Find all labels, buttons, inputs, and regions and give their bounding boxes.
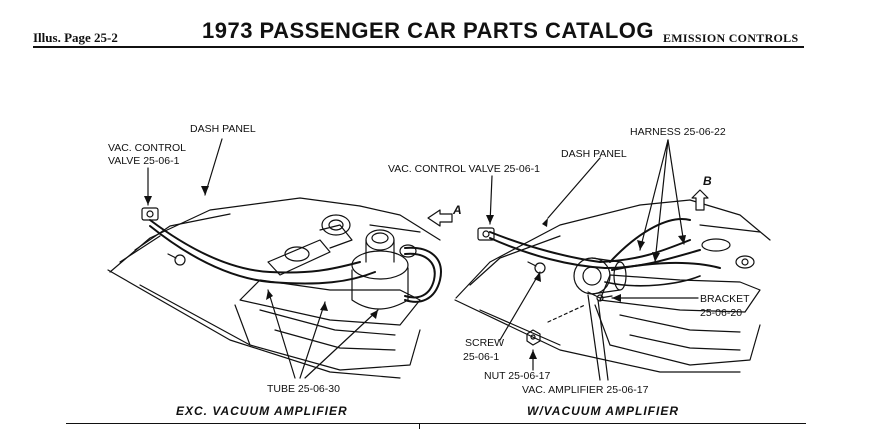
illus-page-label: Illus. Page 25-2 [33, 30, 118, 45]
screw-label-line1: SCREW [465, 337, 504, 349]
view-a-label: A [452, 203, 463, 217]
bracket-label-line1: BRACKET [700, 293, 750, 305]
left-vac-control-label-line1: VAC. CONTROL [108, 142, 186, 154]
screw-label-line2: 25-06-1 [463, 351, 499, 363]
left-dash-panel-label: DASH PANEL [190, 123, 256, 135]
catalog-title: 1973 PASSENGER CAR PARTS CATALOG [202, 18, 654, 43]
section-label: EMISSION CONTROLS [663, 31, 799, 45]
nut-label: NUT 25-06-17 [484, 370, 550, 382]
left-caption: EXC. VACUUM AMPLIFIER [176, 404, 348, 418]
vac-amplifier-label: VAC. AMPLIFIER 25-06-17 [522, 384, 649, 396]
left-vac-control-label-line2: VALVE 25-06-1 [108, 155, 180, 167]
right-engine-drawing [454, 139, 771, 381]
bracket-label-line2: 25-06-20 [700, 307, 742, 319]
right-vac-control-label: VAC. CONTROL VALVE 25-06-1 [388, 163, 540, 175]
right-dash-panel-label: DASH PANEL [561, 148, 627, 160]
left-engine-drawing [107, 138, 453, 379]
tube-label: TUBE 25-06-30 [267, 383, 340, 395]
header-rule [33, 46, 804, 48]
bottom-divider [419, 423, 420, 429]
harness-label: HARNESS 25-06-22 [630, 126, 726, 138]
right-caption: W/VACUUM AMPLIFIER [527, 404, 679, 418]
leader-arrowheads [144, 186, 686, 359]
view-b-label: B [703, 174, 713, 188]
bottom-rule [66, 423, 806, 424]
